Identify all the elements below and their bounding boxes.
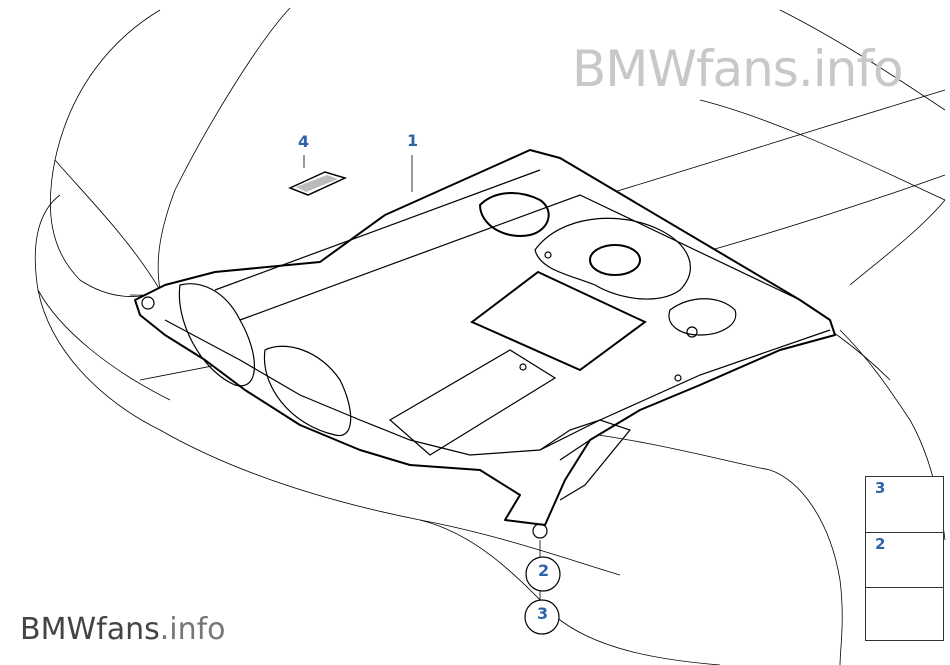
watermark-bottom: BMWfans.info [20, 612, 226, 647]
watermark-brand: BMWfans [20, 612, 160, 647]
legend-label: 2 [875, 535, 886, 553]
callout-circles [524, 556, 561, 635]
legend-row-bolt[interactable]: 3 [866, 477, 943, 533]
callout-part-2[interactable]: 2 [538, 561, 550, 580]
watermark-suffix: .info [159, 612, 226, 647]
sound-pad[interactable] [288, 171, 348, 196]
watermark-top: BMWfans.info [572, 40, 904, 98]
callout-part-1[interactable]: 1 [407, 131, 419, 150]
guard-details [141, 169, 831, 539]
underbody-guard[interactable] [134, 149, 836, 526]
callout-part-3[interactable]: 3 [537, 604, 549, 623]
parts-legend: 3 2 [865, 476, 944, 641]
legend-label: 3 [875, 479, 886, 497]
leader-lines [303, 155, 541, 600]
callout-part-4[interactable]: 4 [298, 132, 310, 151]
legend-row-rivet[interactable]: 2 [866, 532, 943, 588]
